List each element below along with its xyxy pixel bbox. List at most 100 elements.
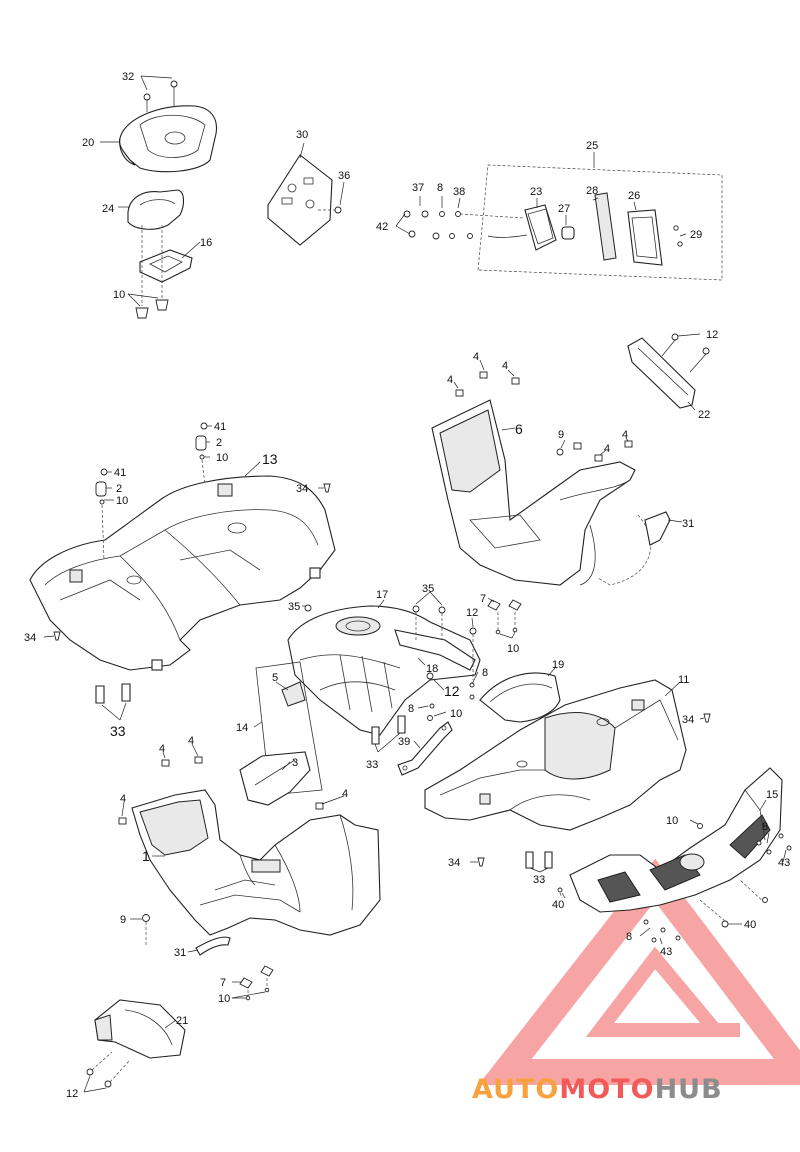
callout-35: 35	[422, 583, 434, 595]
callout-labels: 32 20 24 16 10 30 36 25 37 8 38 23 28 26…	[24, 71, 790, 1100]
leader-12-top	[677, 333, 701, 337]
callout-9: 9	[120, 914, 126, 926]
watermark-part-moto: MOTO	[559, 1074, 654, 1105]
leader-30	[299, 142, 305, 159]
callout-16: 16	[200, 237, 212, 249]
callout-34: 34	[24, 632, 36, 644]
watermark-brand-text: AUTOMOTOHUB	[472, 1074, 723, 1105]
leaders-6	[453, 359, 683, 639]
callout-41: 41	[214, 421, 226, 433]
callout-4: 4	[120, 793, 126, 805]
callout-33: 33	[110, 723, 126, 739]
callout-11: 11	[678, 674, 689, 686]
callout-4: 4	[159, 743, 165, 755]
callout-4: 4	[604, 443, 610, 455]
callout-26: 26	[628, 190, 640, 202]
fasteners-1	[118, 756, 324, 1001]
callout-22: 22	[698, 409, 710, 421]
leaders-15	[561, 799, 787, 945]
callout-41: 41	[114, 467, 126, 479]
callout-6: 6	[515, 421, 523, 437]
callout-40: 40	[744, 919, 756, 931]
callout-32: 32	[122, 71, 134, 83]
leader-19	[547, 667, 556, 677]
leader-21	[164, 1019, 177, 1029]
callout-10: 10	[218, 993, 230, 1005]
callout-8: 8	[626, 931, 632, 943]
callout-30: 30	[296, 129, 308, 141]
callout-13: 13	[262, 451, 278, 467]
callout-21: 21	[176, 1015, 188, 1027]
leader-12-bottom-b	[83, 1087, 107, 1093]
callout-10: 10	[450, 708, 462, 720]
leader-36	[339, 181, 345, 206]
callout-4: 4	[188, 735, 194, 747]
callout-10: 10	[113, 289, 125, 301]
callout-18: 18	[426, 663, 438, 675]
callout-42: 42	[376, 221, 388, 233]
fasteners-15	[557, 823, 792, 943]
callout-38: 38	[453, 186, 465, 198]
callout-39: 39	[398, 736, 410, 748]
fasteners-17	[304, 604, 477, 721]
part-6-rear-right-fender	[431, 399, 671, 586]
part-13-rear-fender	[29, 475, 336, 671]
callout-28: 28	[586, 185, 598, 197]
callout-14: 14	[236, 722, 248, 734]
part-20-switch-housing	[118, 105, 217, 173]
callout-43: 43	[778, 857, 790, 869]
callout-15: 15	[766, 789, 778, 801]
fasteners-13	[53, 422, 331, 704]
part-16-plate	[139, 249, 193, 283]
callout-2: 2	[216, 437, 222, 449]
part-21-footwell-cover	[86, 999, 186, 1088]
callout-40: 40	[552, 899, 564, 911]
part-19-lens	[479, 672, 561, 723]
callout-4: 4	[473, 351, 479, 363]
callout-8: 8	[408, 703, 414, 715]
fasteners-6	[455, 371, 633, 635]
callout-27: 27	[558, 203, 570, 215]
callout-25: 25	[586, 140, 598, 152]
fasteners-top-left	[135, 80, 178, 319]
leaders-top-left	[100, 75, 201, 307]
callout-12: 12	[66, 1088, 78, 1100]
callout-12: 12	[466, 607, 478, 619]
leaders-25	[395, 152, 687, 237]
callout-34: 34	[296, 483, 308, 495]
callout-8: 8	[437, 182, 443, 194]
leaders-14	[253, 681, 291, 771]
leaders-17	[302, 591, 479, 717]
leader-22	[687, 401, 696, 411]
part-11-front-fender	[424, 679, 687, 831]
callout-7: 7	[480, 593, 486, 605]
callout-3: 3	[292, 757, 298, 769]
callout-12: 12	[706, 329, 718, 341]
callout-9: 9	[558, 429, 564, 441]
leaders-11	[374, 681, 705, 873]
part-30-bracket-plate	[267, 154, 342, 246]
callout-36: 36	[338, 170, 350, 182]
callout-24: 24	[102, 203, 114, 215]
callout-34: 34	[682, 714, 694, 726]
callout-17: 17	[376, 589, 388, 601]
part-1-left-fender	[131, 789, 381, 936]
part-39-bracket	[397, 721, 453, 776]
callout-7: 7	[220, 977, 226, 989]
callout-33: 33	[366, 759, 378, 771]
callout-29: 29	[690, 229, 702, 241]
callout-1: 1	[142, 848, 150, 864]
callout-8: 8	[762, 821, 768, 833]
callout-4: 4	[342, 788, 348, 800]
callout-31: 31	[174, 947, 186, 959]
callout-20: 20	[82, 137, 94, 149]
callout-23: 23	[530, 186, 542, 198]
callout-10: 10	[666, 815, 678, 827]
svg-text:AUTOMOTOHUB: AUTOMOTOHUB	[472, 1074, 723, 1105]
part-24-bracket	[127, 189, 185, 230]
callout-37: 37	[412, 182, 424, 194]
fasteners-11	[371, 713, 711, 869]
callout-33: 33	[533, 874, 545, 886]
